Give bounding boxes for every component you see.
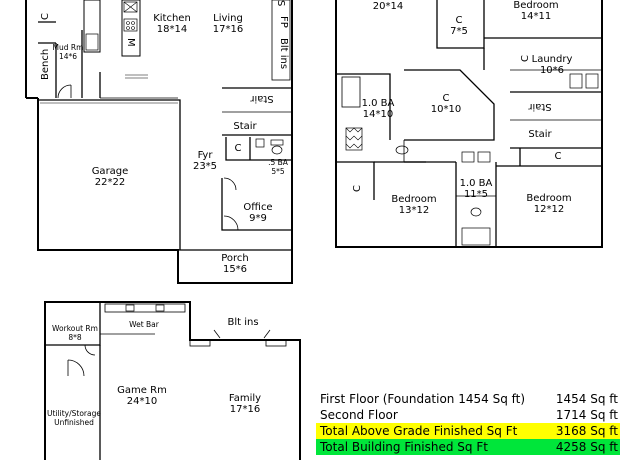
room-name: Family: [228, 393, 262, 404]
label-blt-ins: Blt ins: [278, 38, 289, 70]
sqft-value: 3168 Sq ft: [555, 424, 618, 438]
room-bedroom-right: Bedroom 12*12: [526, 193, 571, 215]
room-name: .5 BA: [268, 158, 288, 167]
room-foyer: Fyr 23*5: [193, 150, 217, 172]
second-floor-plan: [335, 0, 603, 248]
room-bedroom-top: Bedroom 14*11: [513, 0, 558, 22]
room-laundry: Laundry 10*6: [532, 54, 573, 76]
room-dims: 10*6: [539, 65, 565, 76]
sqft-label: Total Building Finished Sq Ft: [320, 440, 488, 454]
sqft-value: 4258 Sq ft: [555, 440, 618, 454]
label-closet-upper-left: C: [352, 185, 363, 192]
label-closet-upper-right: C: [554, 151, 562, 162]
sqft-row-total-above-grade: Total Above Grade Finished Sq Ft 3168 Sq…: [316, 423, 620, 439]
room-family: Family 17*16: [229, 393, 261, 415]
room-kitchen: Kitchen 18*14: [153, 13, 191, 35]
room-dims: 11*5: [463, 189, 489, 200]
room-bedroom-left: Bedroom 13*12: [391, 194, 436, 216]
room-dims: 22*22: [94, 177, 126, 188]
room-bath-2: 1.0 BA 11*5: [460, 178, 493, 200]
room-name: Bedroom: [526, 193, 572, 204]
sqft-row-total-building: Total Building Finished Sq Ft 4258 Sq ft: [316, 439, 620, 455]
room-office: Office 9*9: [243, 202, 272, 224]
room-dims: 23*5: [192, 161, 218, 172]
room-name: Game Rm: [117, 385, 167, 396]
room-name: Office: [243, 202, 273, 213]
sqft-value: 1714 Sq ft: [555, 408, 618, 422]
room-dims: 17*16: [212, 24, 244, 35]
sqft-row-first-floor: First Floor (Foundation 1454 Sq ft) 1454…: [316, 391, 620, 407]
room-name: Mud Rm: [52, 43, 84, 52]
room-sub: Unfinished: [54, 418, 94, 427]
room-dims: 14*10: [362, 109, 394, 120]
basement-plan: [44, 301, 301, 460]
room-dims: 17*16: [229, 404, 261, 415]
sqft-value: 1454 Sq ft: [555, 392, 618, 406]
label-blt-ins-basement: Blt ins: [227, 317, 259, 328]
label-stair-flipped: Stair: [250, 93, 274, 104]
first-floor-plan: [25, 0, 293, 284]
label-closet: C: [40, 13, 51, 20]
room-living: Living 17*16: [213, 13, 243, 35]
sqft-label: Total Above Grade Finished Sq Ft: [320, 424, 518, 438]
sqft-label: First Floor (Foundation 1454 Sq ft): [320, 392, 526, 406]
room-porch: Porch 15*6: [221, 253, 249, 275]
label-stair-flipped-upper: Stair: [528, 101, 552, 112]
room-workout: Workout Rm 8*8: [52, 324, 98, 342]
label-s: S: [275, 0, 286, 7]
room-name: Bedroom: [513, 0, 559, 11]
room-name: Utility/Storage: [47, 409, 101, 418]
room-name: C: [442, 93, 450, 104]
room-name: C: [455, 15, 463, 26]
room-wet-bar: Wet Bar: [129, 320, 159, 329]
room-mud-room: Mud Rm 14*6: [53, 43, 84, 61]
room-upper-closet: C 7*5: [450, 15, 468, 37]
room-name: Living: [213, 13, 243, 24]
room-name: Garage: [91, 166, 129, 177]
room-name: Fyr: [197, 150, 213, 161]
room-game: Game Rm 24*10: [117, 385, 167, 407]
room-dims: 14*6: [58, 52, 78, 61]
room-name: Porch: [221, 253, 249, 264]
square-footage-table: First Floor (Foundation 1454 Sq ft) 1454…: [316, 391, 620, 455]
room-dims: 12*12: [533, 204, 565, 215]
room-name: Laundry: [531, 54, 573, 65]
room-name: 1.0 BA: [459, 178, 493, 189]
room-garage: Garage 22*22: [92, 166, 129, 188]
label-closet-laundry: C: [520, 55, 531, 62]
room-dims: 24*10: [126, 396, 158, 407]
room-dims: 8*8: [68, 333, 82, 342]
label-bench: Bench: [40, 48, 51, 80]
room-dims: 13*12: [398, 205, 430, 216]
sqft-label: Second Floor: [320, 408, 398, 422]
room-name: Workout Rm: [52, 324, 98, 333]
label-stair-upper: Stair: [528, 129, 552, 140]
room-dims: 7*5: [450, 26, 468, 37]
room-upper-dims: 20*14: [372, 1, 404, 12]
room-name: 1.0 BA: [361, 98, 395, 109]
room-dims: 5*5: [271, 167, 285, 176]
room-name: Kitchen: [153, 13, 191, 24]
room-half-bath: .5 BA 5*5: [268, 158, 288, 176]
room-dims: 15*6: [222, 264, 248, 275]
room-utility: Utility/Storage Unfinished: [47, 409, 101, 427]
room-dims: 18*14: [156, 24, 188, 35]
room-dims: 10*10: [430, 104, 462, 115]
room-dims: 9*9: [249, 213, 267, 224]
room-dims: 14*11: [520, 11, 552, 22]
label-fp: FP: [278, 16, 289, 28]
label-closet-foyer: C: [234, 143, 242, 154]
room-center-closet: C 10*10: [431, 93, 461, 115]
room-name: Bedroom: [391, 194, 437, 205]
sqft-row-second-floor: Second Floor 1714 Sq ft: [316, 407, 620, 423]
label-m: M: [125, 38, 136, 47]
label-stair: Stair: [233, 121, 257, 132]
room-bath-1: 1.0 BA 14*10: [362, 98, 395, 120]
